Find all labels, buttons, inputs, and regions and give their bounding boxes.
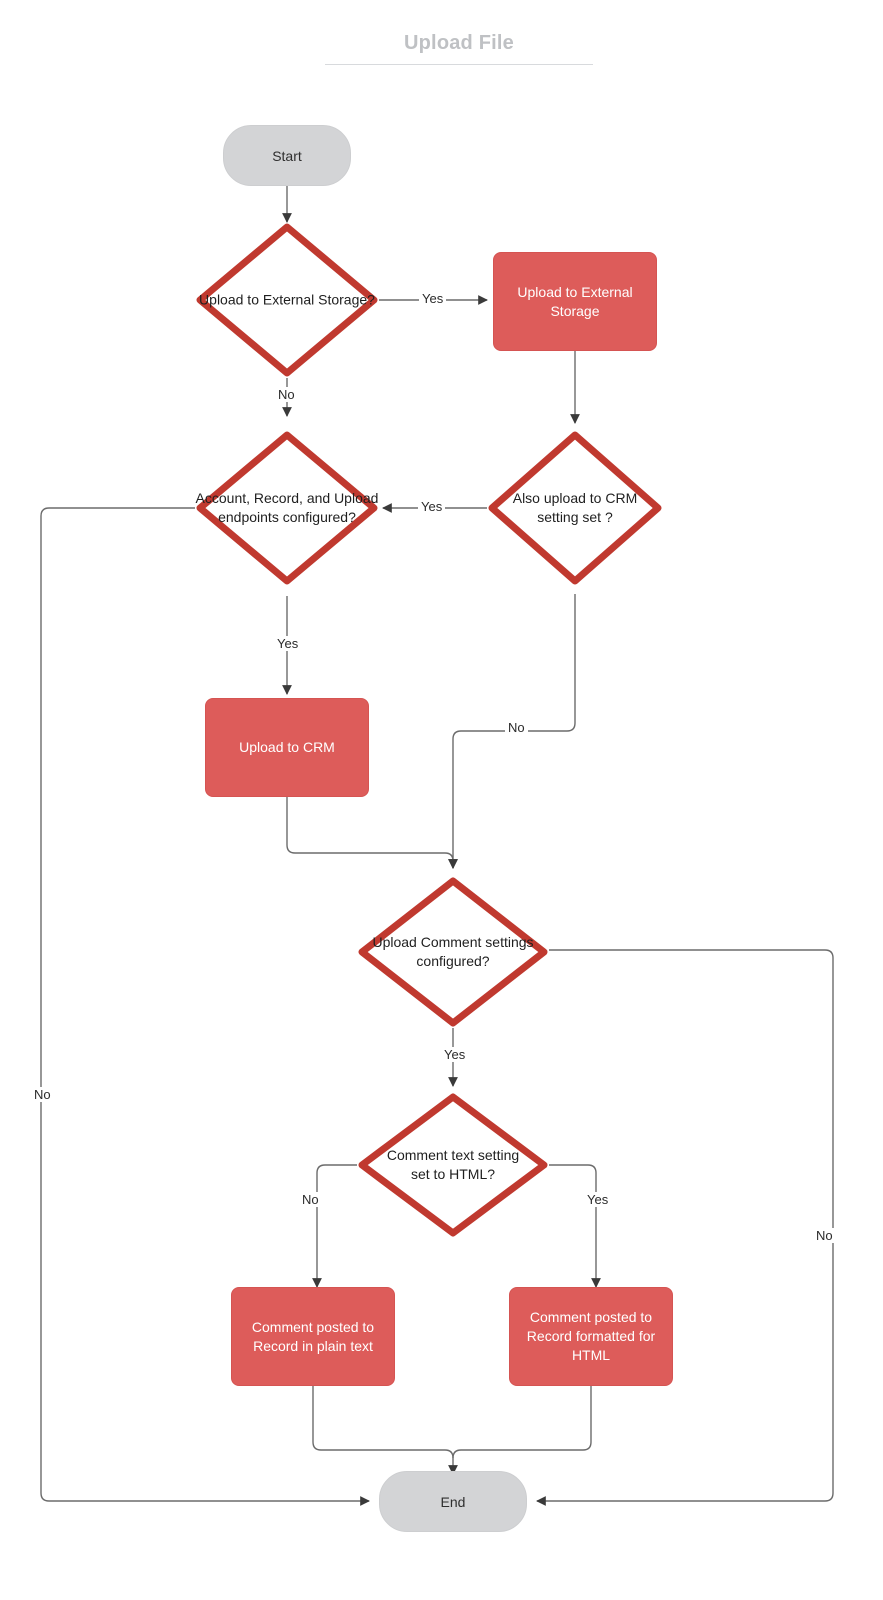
node-decision-upload-comment-settings[interactable]: Upload Comment settings configured? — [357, 876, 549, 1028]
node-decision-comment-text-html[interactable]: Comment text setting set to HTML? — [357, 1092, 549, 1238]
diamond-shape — [196, 223, 378, 377]
node-decision-upload-external-storage[interactable]: Upload to External Storage? — [195, 222, 379, 378]
edge-crm-box-to-comment-decision — [286, 797, 458, 869]
edge-label-comment-text-yes: Yes — [584, 1192, 612, 1207]
edge-endpoints-no — [40, 507, 370, 1506]
page-title: Upload File — [404, 32, 514, 54]
edge-plain-text-to-end — [312, 1386, 458, 1475]
node-end-label: End — [440, 1493, 466, 1510]
title-divider — [325, 64, 593, 65]
node-end[interactable]: End — [379, 1471, 527, 1532]
node-process-upload-crm[interactable]: Upload to CRM — [205, 698, 369, 797]
edge-comment-text-yes — [549, 1164, 601, 1288]
edge-html-to-end — [452, 1386, 592, 1459]
node-decision-endpoints-configured[interactable]: Account, Record, and Upload endpoints co… — [195, 430, 379, 586]
edge-label-also-upload-crm-no: No — [505, 720, 528, 735]
diamond-shape — [488, 431, 662, 585]
node-process-comment-plain-text[interactable]: Comment posted to Record in plain text — [231, 1287, 395, 1386]
node-process-upload-crm-label: Upload to CRM — [239, 739, 335, 755]
node-process-comment-html[interactable]: Comment posted to Record formatted for H… — [509, 1287, 673, 1386]
edge-label-also-upload-crm-yes: Yes — [418, 499, 446, 514]
diagram-title-block: Upload File — [325, 30, 593, 65]
node-process-comment-plain-text-label: Comment posted to Record in plain text — [251, 1318, 375, 1354]
node-process-comment-html-label: Comment posted to Record formatted for H… — [526, 1309, 656, 1363]
node-process-upload-external-storage[interactable]: Upload to External Storage — [493, 252, 657, 351]
edge-label-external-storage-yes: Yes — [419, 291, 447, 306]
edge-comment-text-no — [312, 1164, 357, 1288]
node-process-upload-external-storage-label: Upload to External Storage — [517, 283, 633, 319]
edge-label-endpoints-yes: Yes — [274, 636, 302, 651]
diamond-shape — [358, 877, 548, 1027]
diamond-shape — [196, 431, 378, 585]
diamond-shape — [358, 1093, 548, 1237]
edge-label-comment-settings-yes: Yes — [441, 1047, 469, 1062]
edge-label-comment-settings-no: No — [813, 1228, 836, 1243]
edge-label-endpoints-no: No — [31, 1087, 54, 1102]
node-decision-also-upload-crm[interactable]: Also upload to CRM setting set ? — [487, 430, 663, 586]
edge-label-comment-text-no: No — [299, 1192, 322, 1207]
edge-comment-settings-no — [536, 949, 834, 1506]
node-start[interactable]: Start — [223, 125, 351, 186]
node-start-label: Start — [272, 147, 302, 164]
edge-label-external-storage-no: No — [275, 387, 298, 402]
